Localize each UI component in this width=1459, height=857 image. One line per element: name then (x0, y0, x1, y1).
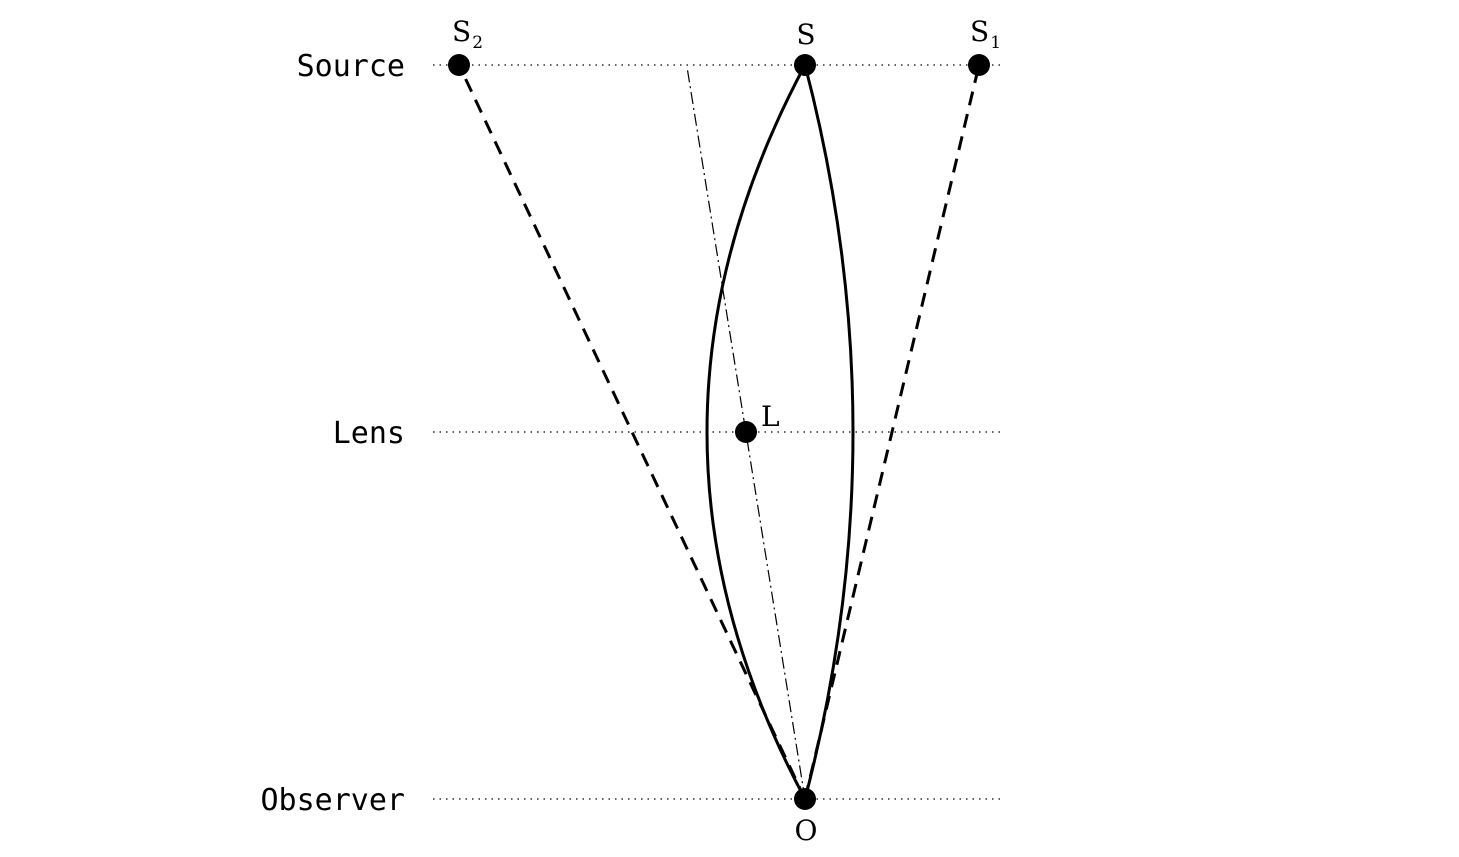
image1-point (968, 54, 990, 76)
image2-label-base: S (452, 15, 471, 48)
source-plane-label: Source (297, 49, 405, 84)
observer-point (794, 788, 816, 810)
image1-label: S1 (970, 15, 1001, 53)
source-point (794, 54, 816, 76)
light-path-right (803, 64, 855, 800)
lens-plane-label: Lens (333, 416, 405, 451)
source-label: S (796, 18, 815, 51)
light-path-left (705, 64, 807, 800)
apparent-ray-image1 (803, 64, 981, 800)
lens-label: L (761, 400, 780, 433)
optical-axis-line (686, 66, 806, 800)
image2-label: S2 (452, 15, 483, 53)
image1-label-base: S (970, 15, 989, 48)
observer-plane-label: Observer (261, 783, 406, 818)
image1-label-subscript: 1 (990, 33, 1001, 53)
apparent-ray-image2 (457, 64, 807, 800)
lens-point (735, 421, 757, 443)
observer-label: O (795, 814, 818, 847)
image2-point (448, 54, 470, 76)
image2-label-subscript: 2 (472, 33, 483, 53)
